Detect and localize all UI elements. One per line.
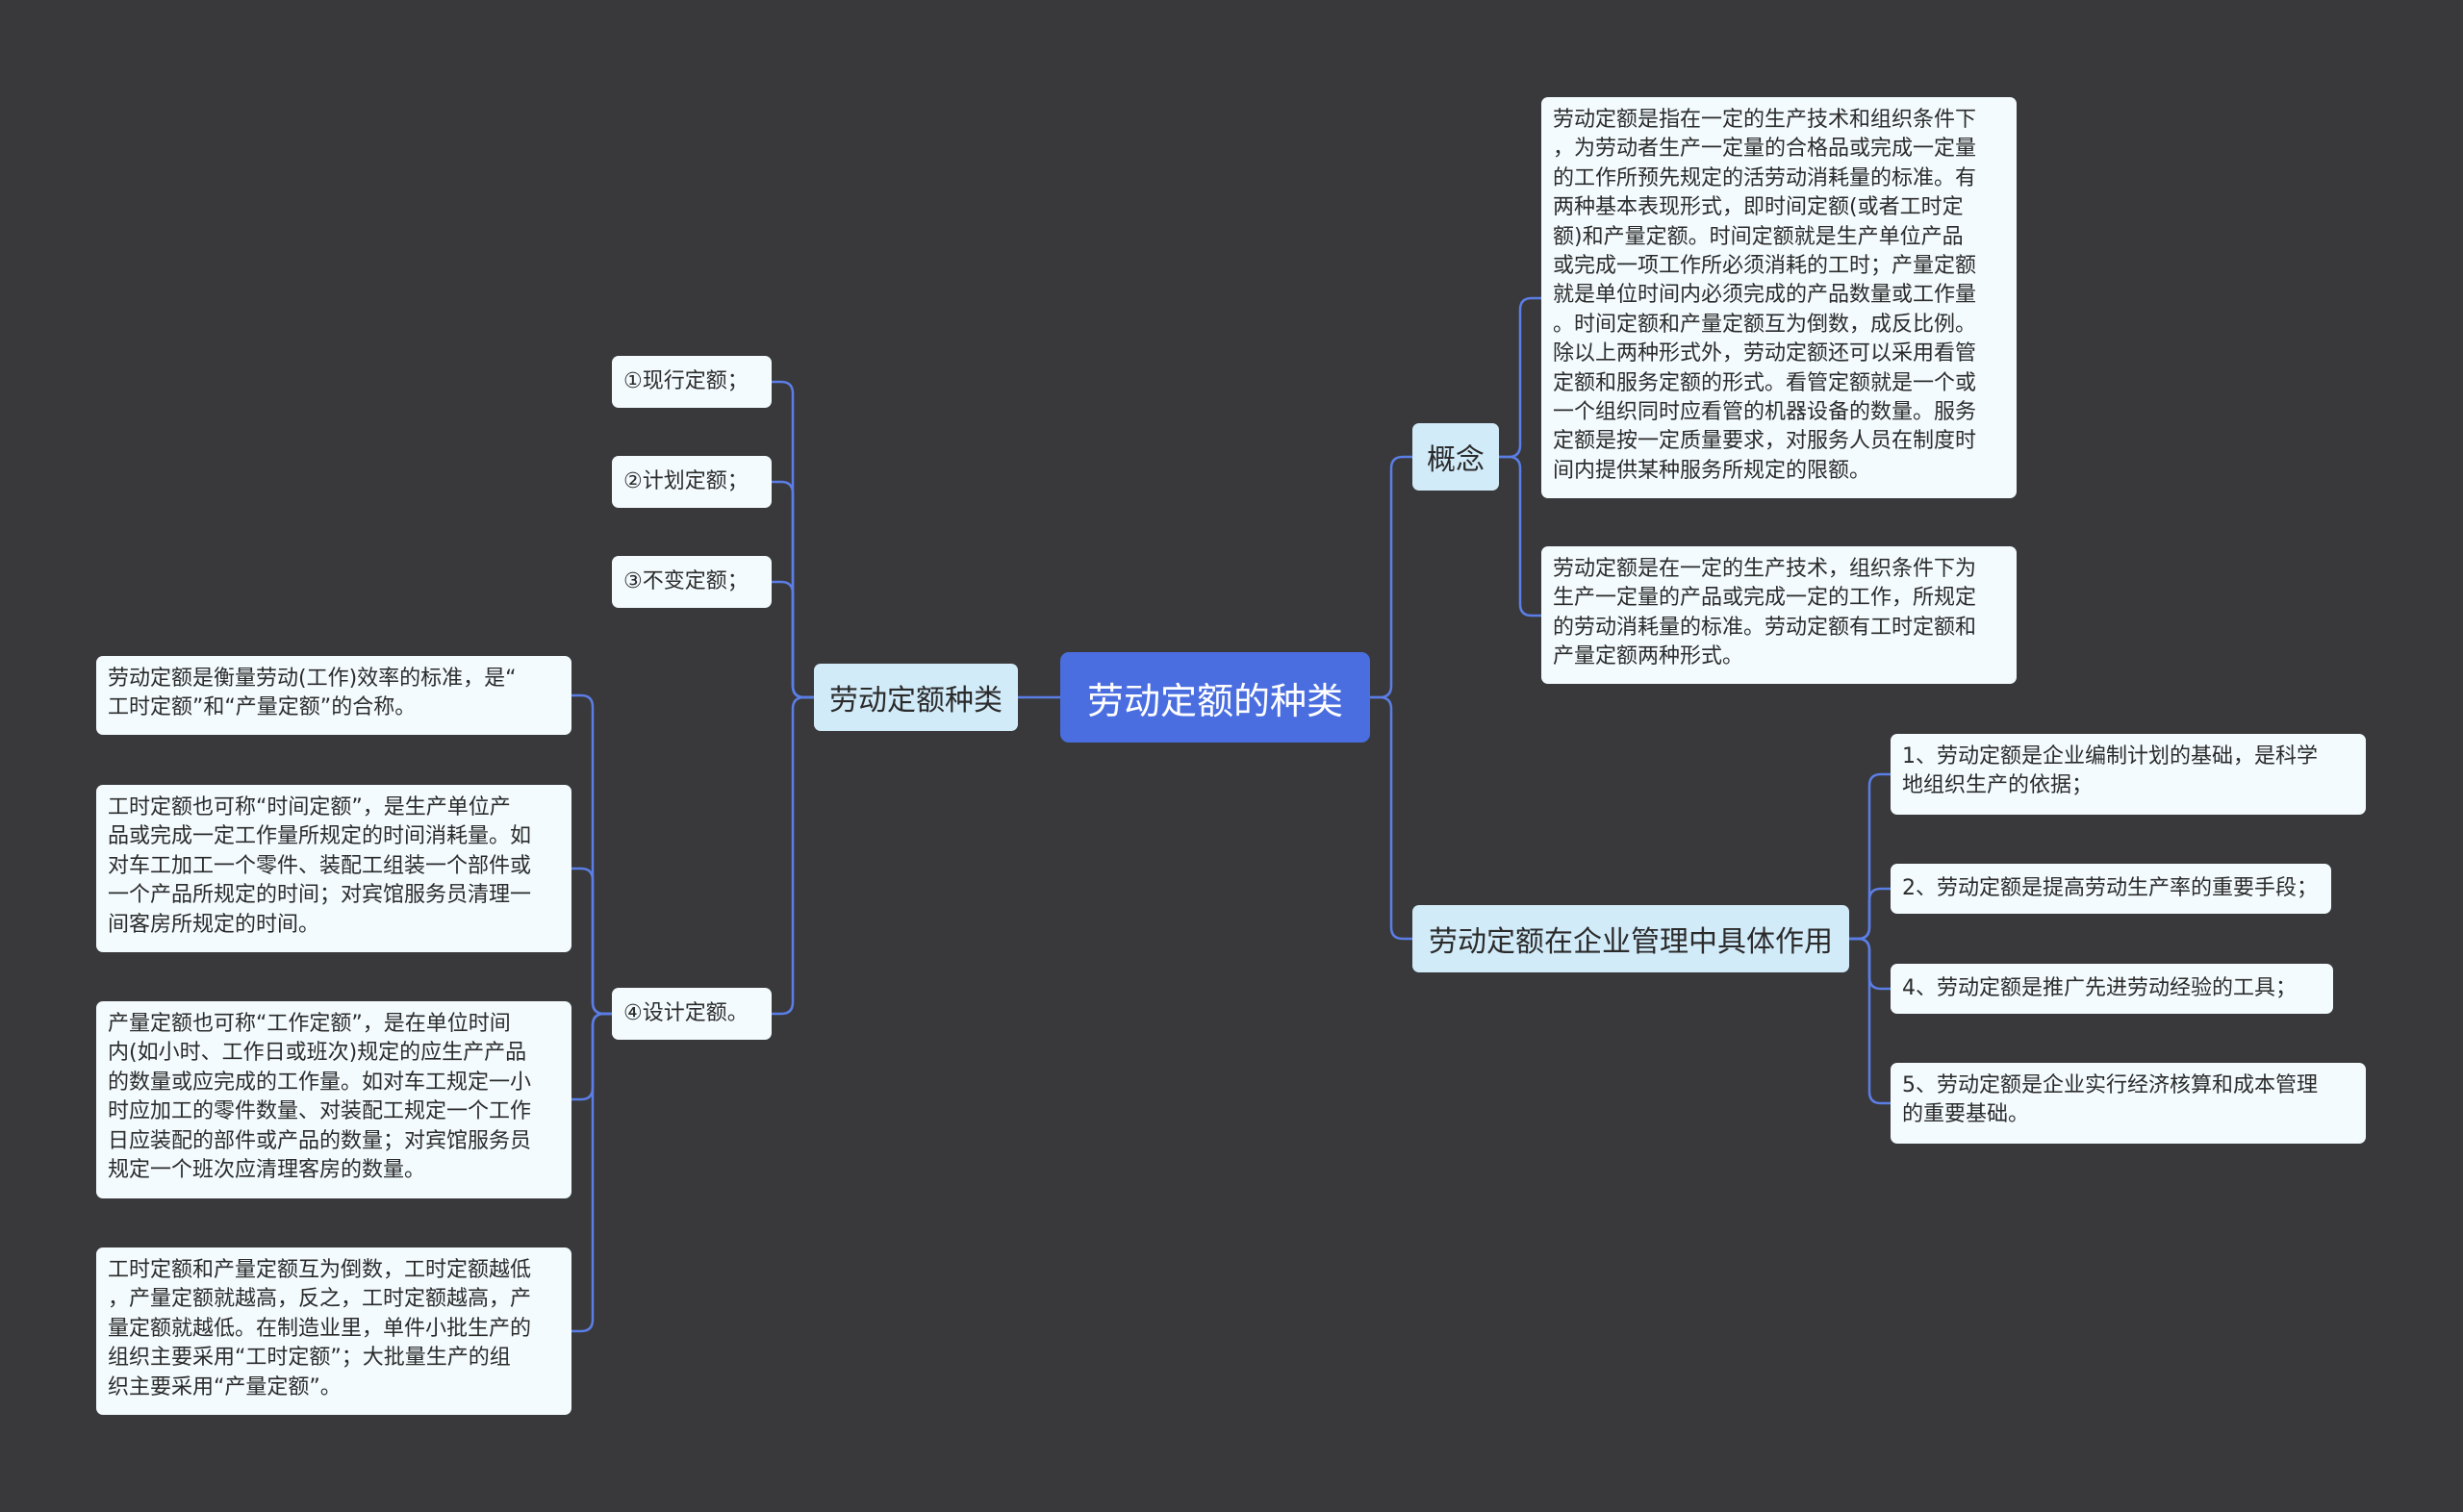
detail-time-quota[interactable]: 工时定额也可称“时间定额”，是生产单位产 品或完成一定工作量所规定的时间消耗量。…	[96, 785, 571, 952]
concept-detail-long[interactable]: 劳动定额是指在一定的生产技术和组织条件下 ，为劳动者生产一定量的合格品或完成一定…	[1541, 97, 2017, 498]
detail-labor-quota-definition[interactable]: 劳动定额是衡量劳动(工作)效率的标准，是“ 工时定额”和“产量定额”的合称。	[96, 656, 571, 735]
branch-concept[interactable]: 概念	[1412, 423, 1499, 491]
connector-line-14	[1849, 887, 1891, 941]
leaf-current-quota[interactable]: ①现行定额；	[612, 356, 772, 408]
role-item-cost-management[interactable]: 5、劳动定额是企业实行经济核算和成本管理 的重要基础。	[1891, 1063, 2366, 1144]
leaf-design-quota[interactable]: ④设计定额。	[612, 988, 772, 1040]
connector-line-5	[772, 580, 814, 699]
connector-line-6	[772, 695, 814, 1016]
connector-line-16	[1849, 937, 1891, 1105]
leaf-constant-quota[interactable]: ③不变定额；	[612, 556, 772, 608]
branch-management-role[interactable]: 劳动定额在企业管理中具体作用	[1412, 905, 1849, 972]
role-item-planning-basis[interactable]: 1、劳动定额是企业编制计划的基础，是科学 地组织生产的依据；	[1891, 734, 2366, 815]
role-item-productivity[interactable]: 2、劳动定额是提高劳动生产率的重要手段；	[1891, 864, 2331, 914]
connector-line-12	[1499, 455, 1541, 617]
branch-labor-quota-types[interactable]: 劳动定额种类	[814, 664, 1018, 731]
detail-reciprocal-relation[interactable]: 工时定额和产量定额互为倒数，工时定额越低 ，产量定额就越高，反之，工时定额越高，…	[96, 1247, 571, 1415]
connector-line-1	[1370, 455, 1412, 699]
root-topic[interactable]: 劳动定额的种类	[1060, 652, 1370, 743]
connector-line-2	[1370, 695, 1412, 941]
leaf-plan-quota[interactable]: ②计划定额；	[612, 456, 772, 508]
connector-line-11	[1499, 296, 1541, 459]
connector-line-10	[571, 1012, 612, 1333]
connector-line-8	[571, 867, 612, 1016]
detail-output-quota[interactable]: 产量定额也可称“工作定额”，是在单位时间 内(如小时、工作日或班次)规定的应生产…	[96, 1001, 571, 1198]
concept-detail-short[interactable]: 劳动定额是在一定的生产技术，组织条件下为 生产一定量的产品或完成一定的工作，所规…	[1541, 546, 2017, 684]
role-item-experience[interactable]: 4、劳动定额是推广先进劳动经验的工具；	[1891, 964, 2333, 1014]
